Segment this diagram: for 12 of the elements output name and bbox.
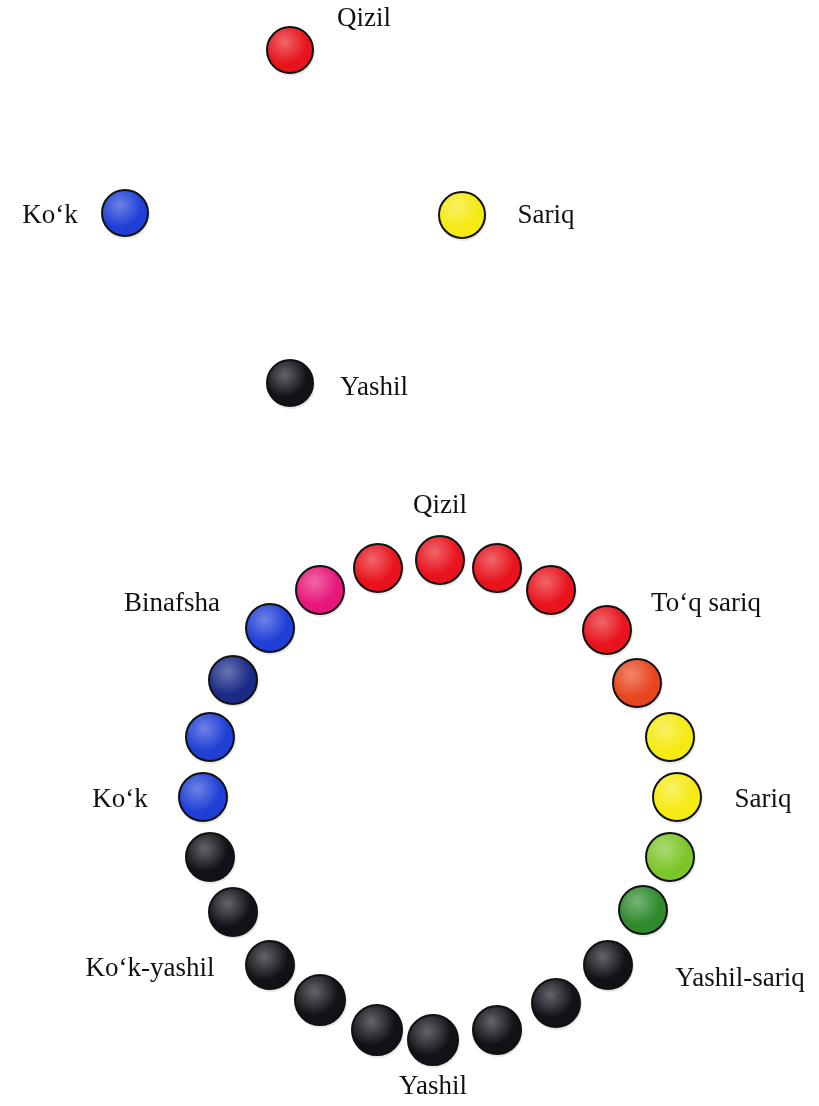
color-name: To‘q sariq <box>651 588 761 618</box>
color-name: Sariq <box>734 784 792 814</box>
color-name: Qizil <box>337 3 391 33</box>
color-name: Sariq <box>517 200 575 230</box>
color-name: Yashil <box>340 372 408 402</box>
color-name: Binafsha <box>124 588 220 618</box>
color-name: Ko‘k <box>92 784 148 814</box>
color-name: Yashil <box>399 1071 467 1101</box>
color-name: Yashil-sariq <box>675 963 805 993</box>
color-name: Ko‘k-yashil <box>85 953 215 983</box>
color-name: Ko‘k <box>22 200 78 230</box>
color-name: Qizil <box>413 490 467 520</box>
